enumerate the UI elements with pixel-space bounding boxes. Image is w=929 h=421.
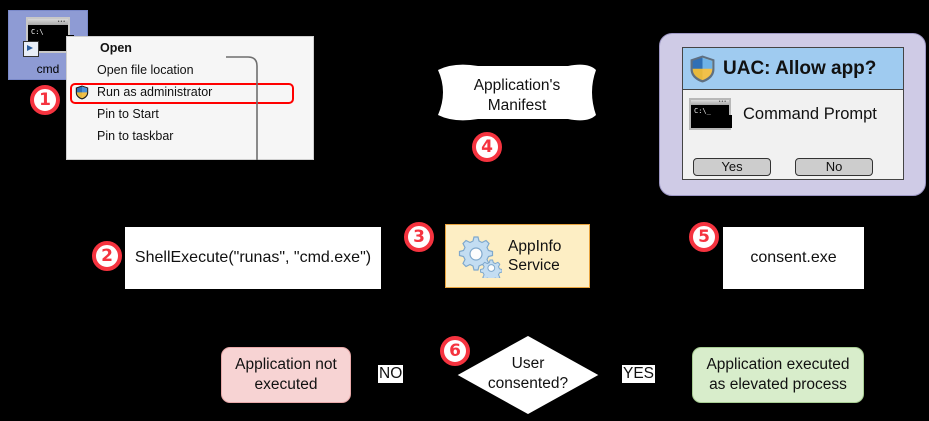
uac-no-button[interactable]: No: [795, 158, 873, 176]
uac-app-row: ••• C:\_ Command Prompt: [689, 98, 877, 130]
desktop-icon-label: cmd: [36, 62, 60, 76]
step-badge-2: 2: [92, 241, 122, 271]
uac-button-row: Yes No: [693, 158, 873, 176]
edge-label-no: NO: [378, 365, 404, 383]
appinfo-service-label: AppInfo Service: [508, 237, 561, 275]
uac-yes-button[interactable]: Yes: [693, 158, 771, 176]
console-prompt-text: C:\: [31, 28, 44, 36]
manifest-line-2: Manifest: [487, 97, 547, 114]
uac-dialog-title: UAC: Allow app?: [723, 57, 877, 79]
command-prompt-icon: ••• C:\_: [689, 98, 732, 130]
elevated-line-1: Application executed: [706, 356, 850, 373]
console-prompt-text: C:\_: [694, 107, 711, 115]
menu-item-run-as-administrator[interactable]: Run as administrator: [67, 81, 313, 103]
application-manifest-node: Application's Manifest: [438, 62, 596, 123]
appinfo-line-1: AppInfo: [508, 238, 562, 255]
elevated-line-2: as elevated process: [709, 376, 847, 393]
uac-dialog-inner: UAC: Allow app? ••• C:\_ Command Prompt …: [682, 47, 904, 180]
not-executed-line-1: Application not: [235, 356, 337, 373]
step-badge-1: 1: [30, 85, 60, 115]
uac-dialog[interactable]: UAC: Allow app? ••• C:\_ Command Prompt …: [659, 33, 926, 196]
consent-exe-node: consent.exe: [723, 227, 864, 289]
menu-item-label: Pin to taskbar: [97, 129, 174, 143]
menu-item-open-file-location[interactable]: Open file location: [67, 59, 313, 81]
shellexecute-node: ShellExecute("runas", "cmd.exe"): [125, 227, 381, 289]
uac-shield-icon: [75, 85, 89, 100]
menu-item-pin-to-taskbar[interactable]: Pin to taskbar: [67, 125, 313, 147]
decision-line-2: consented?: [487, 375, 569, 392]
run-as-administrator-highlight: [70, 83, 294, 104]
uac-app-name: Command Prompt: [743, 104, 877, 123]
manifest-label: Application's Manifest: [438, 76, 596, 116]
not-executed-line-2: executed: [254, 376, 318, 393]
step-badge-6: 6: [440, 336, 470, 366]
manifest-line-1: Application's: [473, 77, 561, 94]
menu-item-label: Open: [100, 41, 132, 55]
uac-dialog-titlebar: UAC: Allow app?: [683, 48, 903, 90]
menu-item-label: Pin to Start: [97, 107, 159, 121]
decision-line-1: User: [511, 355, 545, 372]
appinfo-service-node: AppInfo Service: [445, 224, 590, 288]
shortcut-arrow-icon: [23, 41, 39, 57]
edge-label-yes: YES: [622, 365, 656, 383]
uac-shield-icon: [690, 55, 715, 82]
appinfo-line-2: Service: [508, 257, 560, 274]
step-badge-4: 4: [472, 132, 502, 162]
context-menu[interactable]: Open Open file location Run as administr…: [66, 36, 314, 160]
menu-to-shellexecute-connector: [226, 56, 258, 160]
menu-item-pin-to-start[interactable]: Pin to Start: [67, 103, 313, 125]
step-badge-5: 5: [689, 222, 719, 252]
step-badge-3: 3: [404, 222, 434, 252]
menu-item-label: Open file location: [97, 63, 194, 77]
user-consented-decision-node: User consented?: [454, 334, 602, 416]
application-not-executed-node: Application not executed: [221, 347, 351, 403]
application-elevated-node: Application executed as elevated process: [692, 347, 864, 403]
decision-label: User consented?: [455, 354, 601, 394]
menu-item-label: Run as administrator: [97, 85, 213, 99]
gears-icon: [458, 236, 502, 278]
menu-item-open[interactable]: Open: [67, 37, 313, 59]
